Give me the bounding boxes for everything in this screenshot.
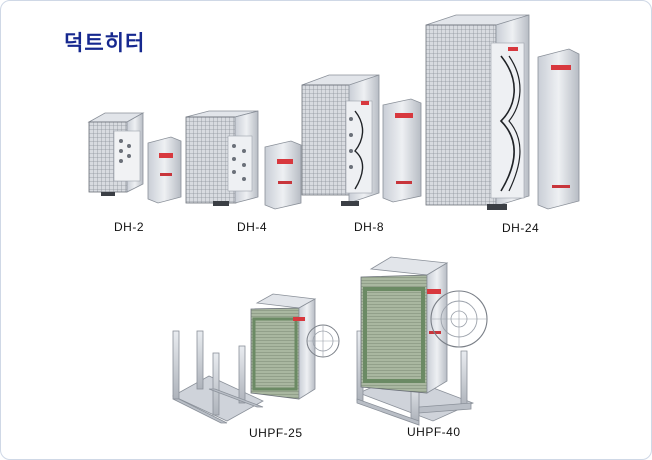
label-dh-4: DH-4 — [237, 220, 268, 234]
dh-4-heater — [185, 110, 259, 206]
uhpf-40-unit — [360, 256, 488, 394]
label-dh-8: DH-8 — [354, 220, 385, 234]
dh-24-heater — [425, 14, 530, 210]
label-dh-2: DH-2 — [114, 220, 145, 234]
dh-8-heater — [301, 74, 380, 206]
dh-24-cover — [537, 48, 580, 210]
uhpf-25-stand — [172, 330, 264, 424]
dh-8-cover — [382, 98, 422, 203]
dh-2-cover — [147, 136, 182, 204]
dh-4-cover — [264, 140, 302, 210]
dh-2-heater — [87, 112, 145, 196]
page-title: 덕트히터 — [64, 31, 146, 55]
label-uhpf-40: UHPF-40 — [407, 425, 461, 439]
label-uhpf-25: UHPF-25 — [249, 426, 303, 440]
uhpf-25-unit — [250, 293, 340, 400]
label-dh-24: DH-24 — [502, 221, 540, 235]
